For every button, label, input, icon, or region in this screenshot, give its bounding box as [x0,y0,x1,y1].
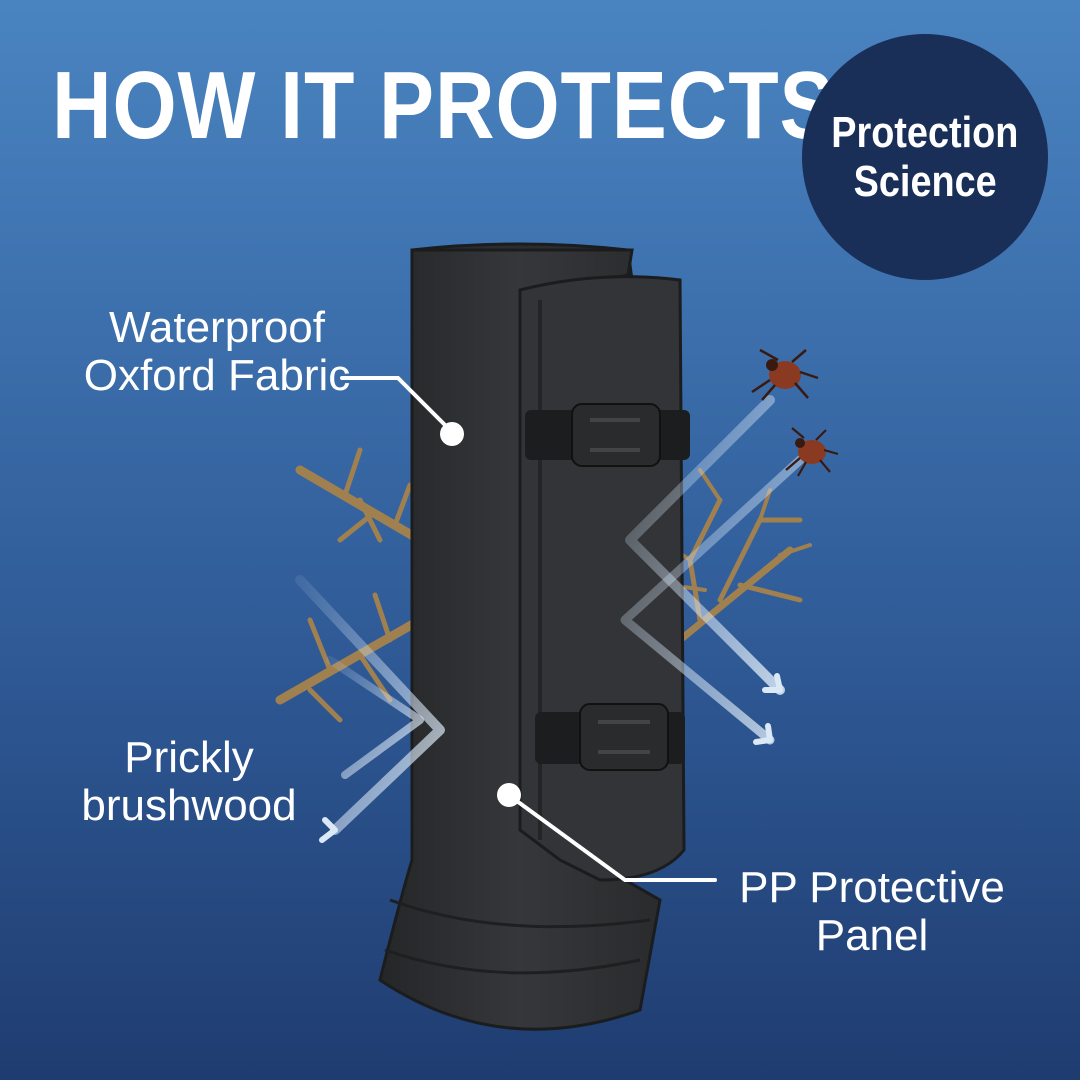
badge-line-2: Science [853,157,997,206]
callout-fabric-line-2: Oxford Fabric [83,351,351,401]
headline: HOW IT PROTECTS [52,52,836,159]
callout-panel-line-1: PP Protective [739,863,1005,912]
lower-buckle [535,703,685,771]
deflection-arrows [295,395,805,843]
callout-waterproof-fabric: Waterproof Oxford Fabric [66,303,368,401]
fabric-marker-dot [440,422,464,446]
upper-buckle [525,403,690,467]
tick-icon-lower [785,427,839,477]
callout-brush-line-2: brushwood [81,781,297,831]
callout-brush-line-1: Prickly [124,733,254,782]
tick-icon-upper [751,348,819,401]
callout-pp-panel: PP Protective Panel [736,863,1008,961]
callout-fabric-line-1: Waterproof [108,303,325,352]
badge-line-1: Protection [831,107,1019,157]
callout-panel-line-2: Panel [815,911,929,961]
callout-leader-lines [340,376,717,882]
callout-prickly-brushwood: Prickly brushwood [64,733,314,831]
protection-science-badge: Protection Science [802,34,1048,280]
thorny-branch-left [275,447,425,723]
panel-marker-dot [497,783,521,807]
